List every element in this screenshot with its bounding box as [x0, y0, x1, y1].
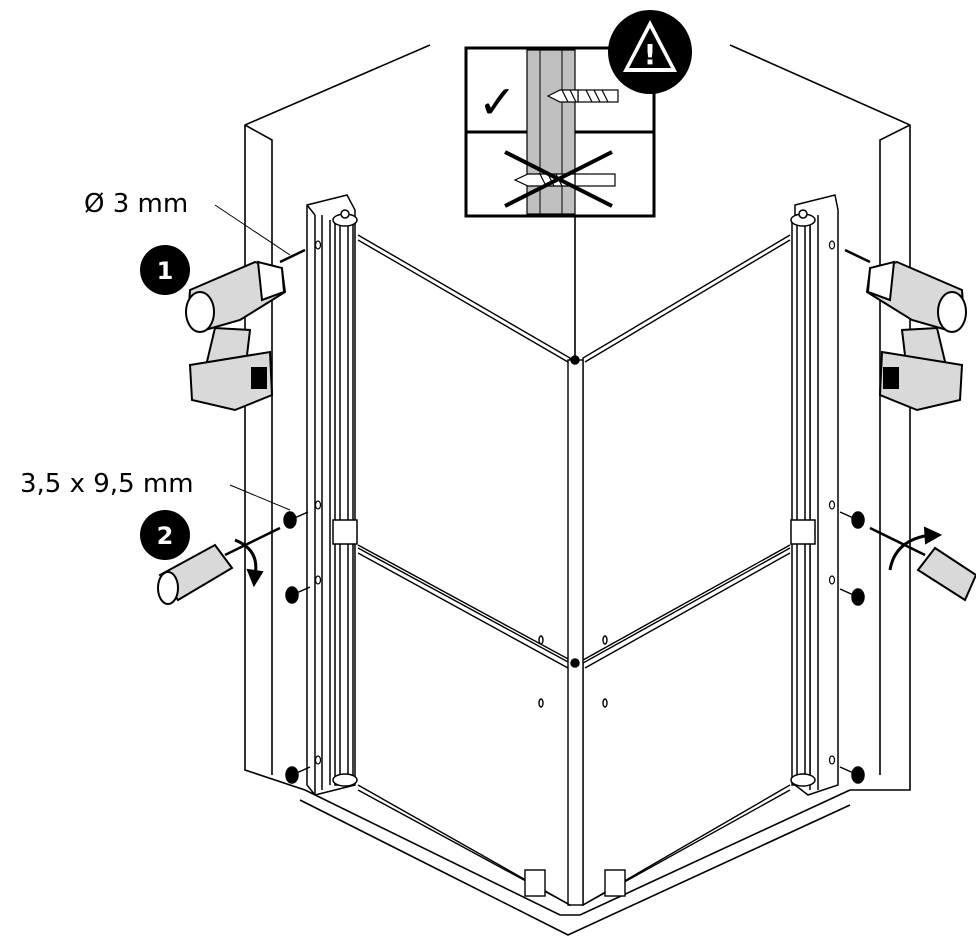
- wall-holes: [314, 240, 836, 765]
- screwdriver-icon: [157, 526, 281, 605]
- right-wall-profile: [790, 194, 839, 796]
- drill-icon: [185, 248, 306, 412]
- screw-icon: [839, 588, 865, 606]
- wall-corner: [244, 44, 911, 936]
- drill-bit-correct: [546, 89, 619, 103]
- screw-size-label: 3,5 x 9,5 mm: [20, 469, 194, 499]
- glass-panels: [357, 234, 791, 907]
- screw-icon: [285, 586, 311, 604]
- drill-bit-size-label: Ø 3 mm: [84, 189, 188, 219]
- screw-icon: [283, 511, 309, 529]
- svg-text:!: !: [644, 38, 657, 71]
- step-badge-2: 2: [140, 510, 190, 560]
- svg-text:1: 1: [157, 257, 174, 285]
- screw-icon: [285, 766, 311, 784]
- check-mark-icon: ✓: [478, 75, 517, 129]
- screw-icon: [839, 511, 865, 529]
- screws: [283, 511, 865, 784]
- warning-panel: ✓ !: [464, 10, 692, 218]
- screwdriver-icon-right: [869, 526, 976, 602]
- drill-icon-right: [844, 248, 967, 412]
- callouts: Ø 3 mm 3,5 x 9,5 mm: [20, 189, 291, 511]
- left-wall-profile: [306, 194, 358, 796]
- svg-text:2: 2: [157, 522, 174, 550]
- cross-out-icon: [504, 150, 613, 208]
- step-badge-1: 1: [140, 245, 190, 295]
- screw-icon: [839, 766, 865, 784]
- warning-icon: !: [608, 10, 692, 94]
